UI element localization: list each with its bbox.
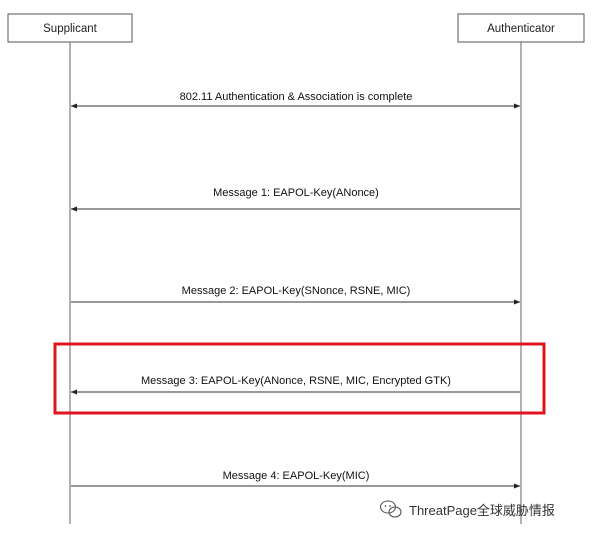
wechat-icon bbox=[379, 500, 402, 518]
watermark-text: ThreatPage全球威胁情报 bbox=[409, 503, 555, 518]
participant-supplicant: Supplicant bbox=[7, 13, 133, 43]
message-label-3: Message 3: EAPOL-Key(ANonce, RSNE, MIC, … bbox=[141, 375, 451, 387]
highlight-box bbox=[53, 342, 546, 415]
participant-box-authenticator bbox=[457, 13, 585, 43]
message-label-1: Message 1: EAPOL-Key(ANonce) bbox=[213, 187, 379, 199]
participant-label-authenticator: Authenticator bbox=[487, 23, 555, 35]
message-association: 802.11 Authentication & Association is c… bbox=[70, 91, 521, 109]
watermark: ThreatPage全球威胁情报 bbox=[379, 500, 555, 518]
participant-box-supplicant bbox=[7, 13, 133, 43]
participant-authenticator: Authenticator bbox=[457, 13, 585, 43]
message-4: Message 4: EAPOL-Key(MIC) bbox=[71, 470, 521, 489]
message-2: Message 2: EAPOL-Key(SNonce, RSNE, MIC) bbox=[71, 285, 521, 305]
participant-label-supplicant: Supplicant bbox=[43, 23, 98, 35]
message-label-4: Message 4: EAPOL-Key(MIC) bbox=[223, 470, 370, 482]
message-1: Message 1: EAPOL-Key(ANonce) bbox=[70, 187, 520, 212]
message-3: Message 3: EAPOL-Key(ANonce, RSNE, MIC, … bbox=[70, 375, 520, 395]
message-label-2: Message 2: EAPOL-Key(SNonce, RSNE, MIC) bbox=[182, 285, 411, 297]
message-label-association: 802.11 Authentication & Association is c… bbox=[180, 91, 413, 103]
